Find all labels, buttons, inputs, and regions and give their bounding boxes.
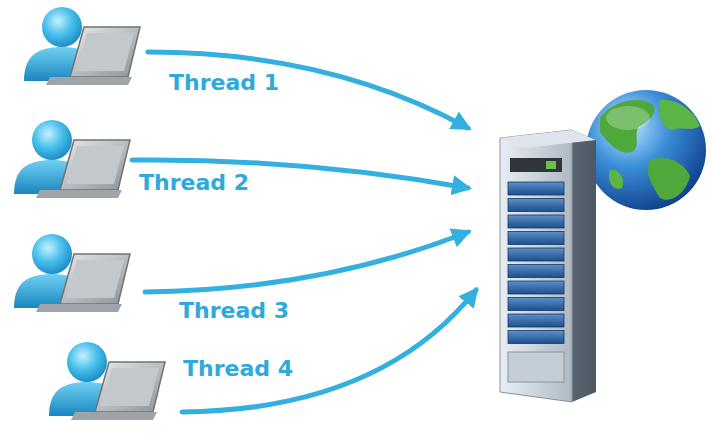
thread-label: Thread 2 — [136, 170, 252, 196]
user-icon — [24, 7, 140, 85]
user-icon — [14, 120, 130, 198]
server — [500, 130, 596, 402]
thread-arrow — [148, 52, 468, 128]
drive-bay — [508, 232, 564, 245]
drive-bay — [508, 265, 564, 278]
drive-bay — [508, 331, 564, 344]
drive-bay — [508, 298, 564, 311]
drive-bay — [508, 199, 564, 212]
user-icon — [49, 342, 165, 420]
drive-bay — [508, 182, 564, 195]
thread-label: Thread 4 — [180, 356, 296, 382]
drive-bay — [508, 281, 564, 294]
drive-bay — [508, 248, 564, 261]
thread-arrow — [145, 232, 468, 292]
globe — [586, 90, 706, 210]
thread-label: Thread 1 — [166, 70, 282, 96]
drive-bay — [508, 314, 564, 327]
thread-label: Thread 3 — [176, 298, 292, 324]
user-icon — [14, 234, 130, 312]
drive-bay — [508, 215, 564, 228]
